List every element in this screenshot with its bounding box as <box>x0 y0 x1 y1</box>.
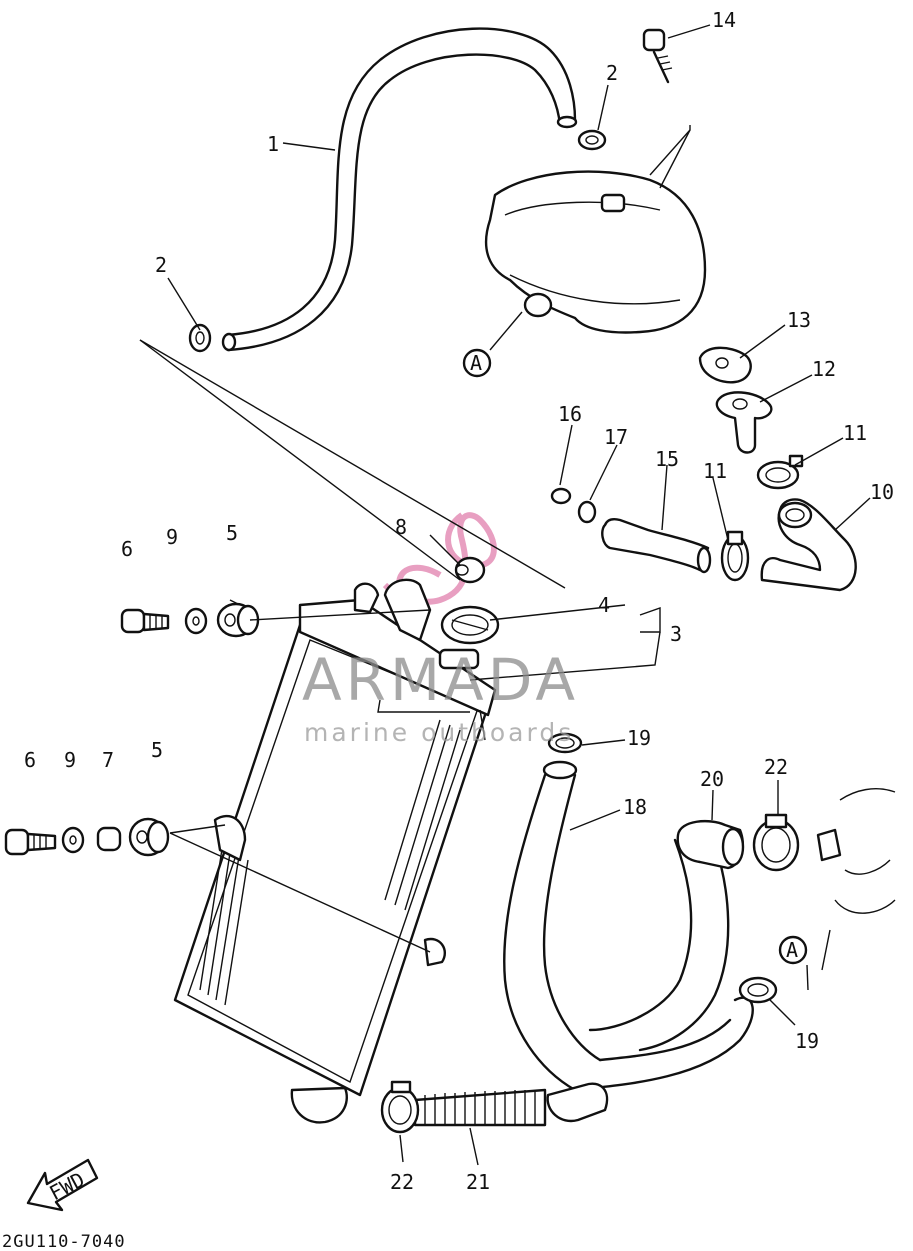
callout-22: 22 <box>764 755 788 779</box>
callout-2: 2 <box>155 253 167 277</box>
callout-16: 16 <box>558 402 582 426</box>
o-ring-17 <box>577 500 597 524</box>
bolt-icon <box>642 28 673 84</box>
callout-21: 21 <box>466 1170 490 1194</box>
callout-5: 5 <box>151 738 163 762</box>
hose-clamp-left <box>188 323 212 353</box>
callout-22: 22 <box>390 1170 414 1194</box>
callout-labels: 1 2 2 3 4 5 5 6 6 7 8 9 9 10 11 11 12 13… <box>24 8 894 1194</box>
forward-arrow-icon: FWD <box>26 1158 99 1212</box>
svg-text:A: A <box>786 938 798 962</box>
leader-lines <box>139 24 871 1166</box>
collar-8-upper <box>454 556 486 584</box>
o-ring-16 <box>550 487 572 505</box>
svg-text:A: A <box>470 351 482 375</box>
joint-12 <box>715 391 773 454</box>
hose-clamp-19-lower <box>738 976 778 1004</box>
radiator <box>173 578 497 1124</box>
washer-9-lower <box>61 826 85 854</box>
corrugated-hose-21 <box>413 1088 547 1127</box>
grommet-5-lower <box>128 817 170 857</box>
callout-6: 6 <box>121 537 133 561</box>
callout-10: 10 <box>870 480 894 504</box>
callout-7: 7 <box>102 748 114 772</box>
hose-clamp-11-upper <box>756 454 804 490</box>
radiator-cap <box>440 605 500 645</box>
collar-7 <box>96 826 122 852</box>
callout-8: 8 <box>395 515 407 539</box>
radiator-hose-20 <box>588 819 745 1052</box>
callout-20: 20 <box>700 767 724 791</box>
callout-5: 5 <box>226 521 238 545</box>
radiator-hose-18 <box>503 760 754 1123</box>
pipe-15 <box>601 518 712 574</box>
callout-11: 11 <box>843 421 867 445</box>
watermark-tagline: marine outboards <box>304 718 574 747</box>
bolt-6-lower <box>4 828 57 856</box>
callout-9: 9 <box>166 525 178 549</box>
engine-outlet <box>816 788 896 971</box>
breather-hose <box>221 27 578 352</box>
callout-18: 18 <box>623 795 647 819</box>
hose-clamp-19-upper <box>547 732 583 754</box>
callout-4: 4 <box>598 593 610 617</box>
callout-6: 6 <box>24 748 36 772</box>
hose-clamp-11-lower <box>720 530 750 582</box>
watermark: ARMADA marine outboards <box>302 646 579 747</box>
hose-clamp-22-right <box>752 813 800 872</box>
elbow-hose-10 <box>760 498 857 592</box>
callout-14: 14 <box>712 8 736 32</box>
gasket-13 <box>698 346 752 384</box>
callout-1: 1 <box>267 132 279 156</box>
callout-19: 19 <box>795 1029 819 1053</box>
bolt-6-upper <box>120 608 170 634</box>
hose-clamp-upper <box>577 129 607 151</box>
grommet-5-upper <box>216 602 260 638</box>
callout-17: 17 <box>604 425 628 449</box>
callout-9: 9 <box>64 748 76 772</box>
watermark-brand: ARMADA <box>302 646 579 714</box>
washer-9-upper <box>184 607 208 635</box>
diagram-code: 2GU110-7040 <box>2 1232 126 1251</box>
reference-marker-a-lower: A <box>778 935 808 965</box>
callout-12: 12 <box>812 357 836 381</box>
callout-15: 15 <box>655 447 679 471</box>
reference-marker-a-upper: A <box>462 348 492 378</box>
callout-11: 11 <box>703 459 727 483</box>
pump-housing <box>484 125 707 334</box>
callout-19: 19 <box>627 726 651 750</box>
callout-2: 2 <box>606 61 618 85</box>
callout-13: 13 <box>787 308 811 332</box>
callout-3: 3 <box>670 622 682 646</box>
hose-clamp-22-lower <box>380 1080 420 1134</box>
